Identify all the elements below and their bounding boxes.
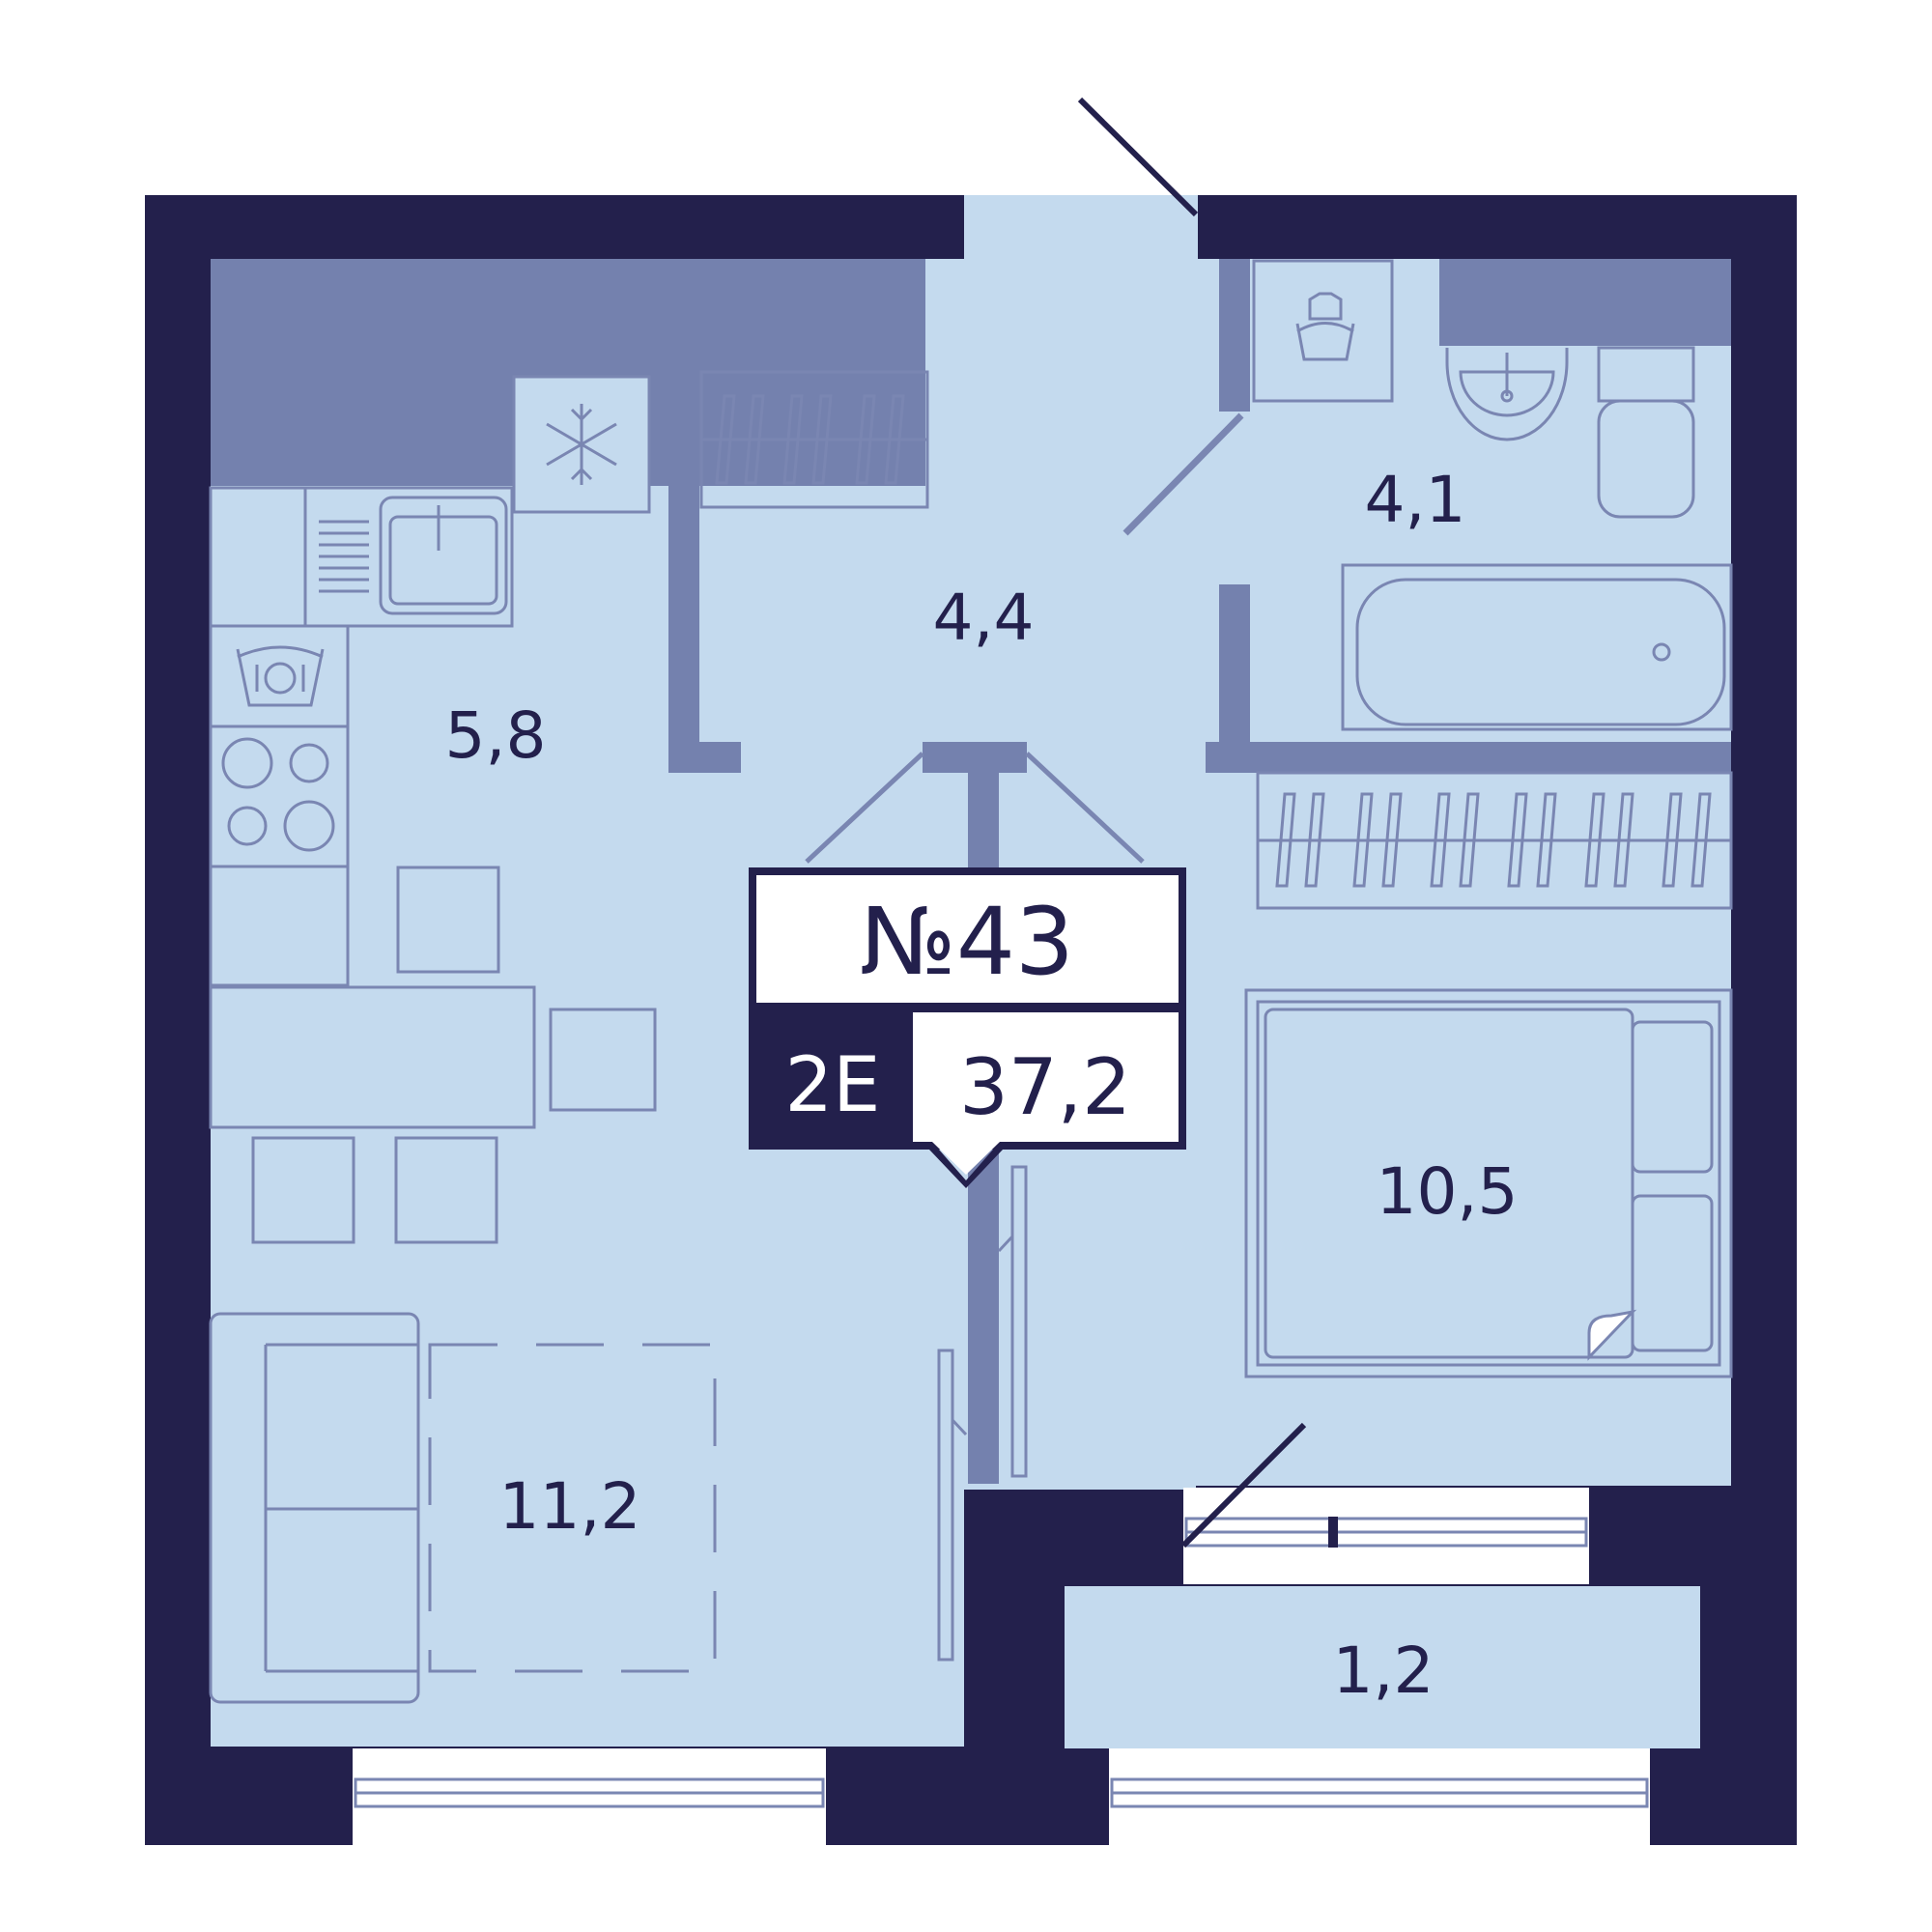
bathroom-sink [1445, 348, 1569, 441]
stove [221, 737, 335, 852]
window-living [353, 1748, 826, 1845]
window-bedroom-balcony [1183, 1488, 1589, 1584]
hall-floor [964, 195, 1196, 1490]
room-area-hallway: 4,4 [933, 581, 1035, 655]
room-area-balcony: 1,2 [1333, 1634, 1435, 1708]
snowflake-icon [546, 404, 617, 485]
washing-machine [1252, 259, 1394, 403]
bathtub [1341, 563, 1733, 731]
balcony-floor [1065, 1586, 1700, 1748]
room-area-kitchen: 5,8 [445, 698, 547, 773]
hall-wardrobe [699, 370, 929, 509]
rug [428, 1343, 717, 1673]
toilet [1597, 346, 1695, 519]
apartment-total-area: 37,2 [959, 1042, 1131, 1132]
bed [1244, 988, 1733, 1378]
fridge [512, 375, 651, 514]
bathroom-upper-block [1439, 259, 1731, 346]
right-floor [1196, 259, 1731, 1486]
room-area-bedroom: 10,5 [1377, 1154, 1519, 1229]
doors [805, 97, 1307, 1662]
sofa [209, 1312, 420, 1704]
apartment-badge: №43 2E 37,2 [749, 867, 1186, 1188]
dining-table [209, 866, 657, 1244]
kitchen-sink [303, 486, 514, 628]
bedroom-wardrobe [1256, 771, 1733, 910]
apartment-number: №43 [860, 888, 1074, 996]
room-area-bathroom: 4,1 [1365, 463, 1466, 537]
washing-machine-icon [1295, 292, 1355, 361]
room-area-living: 11,2 [499, 1469, 641, 1544]
kitchen-counter [209, 486, 350, 987]
window-balcony-outer [1109, 1748, 1650, 1845]
apartment-type: 2E [785, 1042, 881, 1129]
dishwasher-icon [236, 645, 325, 707]
